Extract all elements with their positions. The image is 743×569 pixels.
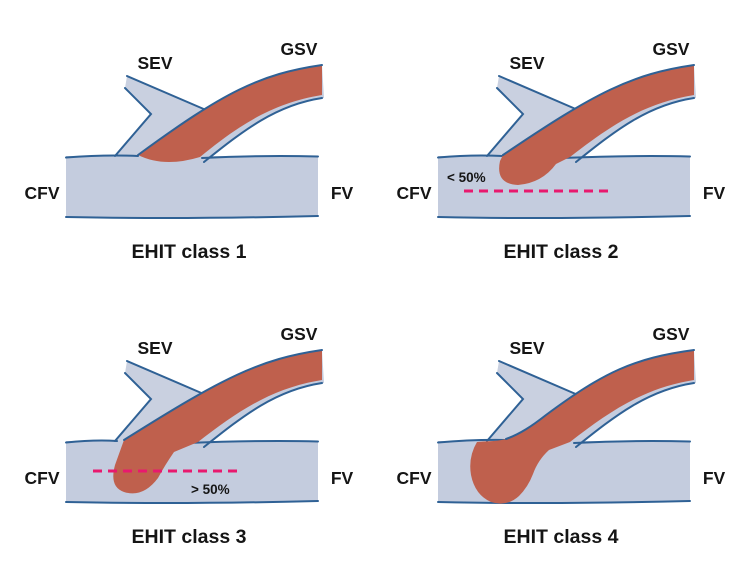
thrombus-shape: [113, 350, 323, 494]
sev-walls: [114, 360, 207, 442]
panel-caption: EHIT class 1: [132, 241, 247, 263]
gsv-lower-wall: [575, 97, 695, 163]
cfv-bottom-wall: [65, 215, 319, 220]
sev-label: SEV: [137, 53, 172, 73]
panel-labels: SEV GSV CFV FV EHIT class 4: [397, 324, 726, 548]
gsv-lower-wall: [575, 382, 695, 448]
cfv-label: CFV: [25, 183, 60, 203]
cfv-label: CFV: [397, 468, 432, 488]
panel-labels: SEV GSV CFV FV EHIT class 1: [25, 39, 354, 263]
panel-ehit-class-2: < 50% SEV GSV CFV FV EHIT class 2: [397, 39, 726, 263]
gsv-lower-wall: [203, 97, 323, 163]
panel-labels: > 50% SEV GSV CFV FV EHIT class 3: [25, 324, 354, 548]
thrombus-shape: [138, 65, 322, 163]
vessel-outlines: [65, 360, 323, 505]
gsv-label: GSV: [281, 324, 318, 344]
gsv-label: GSV: [653, 39, 690, 59]
cfv-bottom-wall: [65, 500, 319, 505]
fv-label: FV: [331, 468, 354, 488]
vessel-outlines: [65, 75, 323, 220]
gsv-upper-wall: [502, 64, 695, 156]
cfv-top-wall-right: [573, 440, 691, 444]
fv-label: FV: [703, 183, 726, 203]
cfv-top-wall-right: [185, 440, 319, 444]
cfv-top-wall-left: [437, 154, 503, 159]
thrombus-shape: [499, 65, 694, 185]
cfv-vessel-shape: [66, 156, 318, 217]
sev-vessel-shape: [487, 76, 578, 157]
sev-vessel-shape: [115, 361, 206, 442]
cfv-top-wall-left: [65, 439, 118, 444]
sev-label: SEV: [509, 53, 544, 73]
vessel-outlines: [437, 75, 695, 220]
cfv-bottom-wall: [437, 215, 691, 220]
threshold-annotation: > 50%: [191, 482, 230, 497]
cfv-vessel-shape: [438, 156, 690, 217]
gsv-upper-wall: [137, 64, 323, 156]
cfv-top-wall-left: [437, 438, 506, 444]
gsv-upper-wall: [123, 349, 323, 441]
panel-ehit-class-1: SEV GSV CFV FV EHIT class 1: [25, 39, 354, 263]
panel-ehit-class-3: > 50% SEV GSV CFV FV EHIT class 3: [25, 324, 354, 548]
cfv-top-wall-right: [201, 155, 319, 159]
sev-walls: [114, 75, 207, 157]
sev-vessel-shape: [115, 76, 206, 157]
sev-vessel-shape: [487, 361, 578, 442]
cfv-top-wall-right: [560, 155, 691, 159]
panel-labels: < 50% SEV GSV CFV FV EHIT class 2: [397, 39, 726, 263]
panel-ehit-class-4: SEV GSV CFV FV EHIT class 4: [397, 324, 726, 548]
sev-label: SEV: [137, 338, 172, 358]
sev-walls: [486, 75, 579, 157]
thrombus-shape: [470, 350, 694, 504]
cfv-label: CFV: [25, 468, 60, 488]
fv-label: FV: [331, 183, 354, 203]
cfv-bottom-wall: [437, 500, 691, 505]
sev-label: SEV: [509, 338, 544, 358]
vessel-outlines: [437, 360, 695, 505]
panel-caption: EHIT class 4: [504, 526, 619, 548]
gsv-lower-wall: [203, 382, 323, 448]
fv-label: FV: [703, 468, 726, 488]
gsv-label: GSV: [653, 324, 690, 344]
gsv-label: GSV: [281, 39, 318, 59]
cfv-top-wall-left: [65, 154, 139, 159]
panel-caption: EHIT class 2: [504, 241, 619, 263]
panel-caption: EHIT class 3: [132, 526, 247, 548]
gsv-upper-wall: [505, 349, 695, 440]
cfv-label: CFV: [397, 183, 432, 203]
threshold-annotation: < 50%: [447, 170, 486, 185]
sev-walls: [486, 360, 579, 442]
